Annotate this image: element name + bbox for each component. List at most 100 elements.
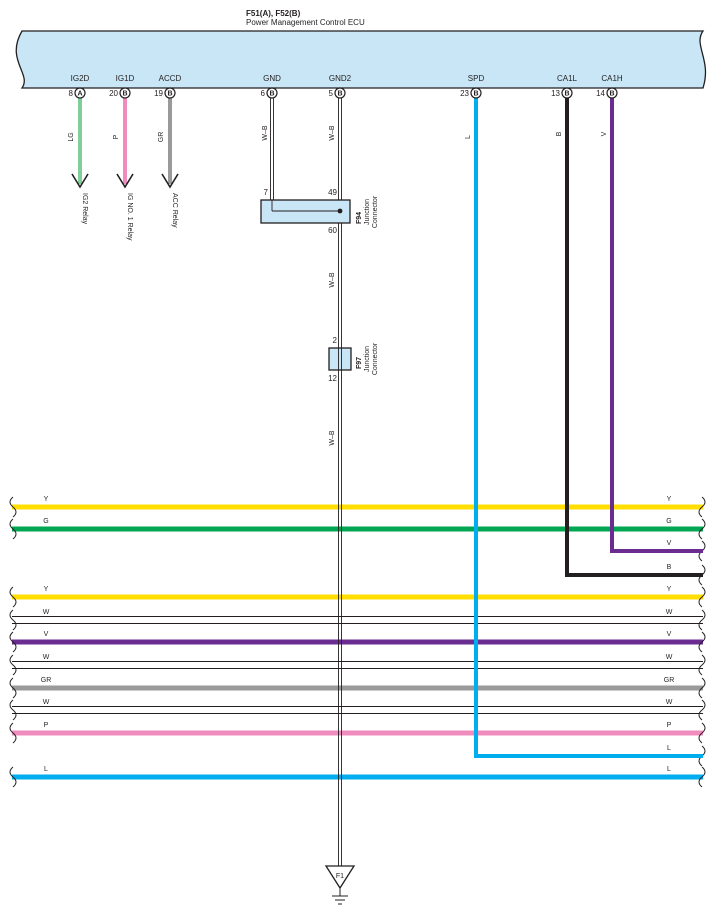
- pin-number-accd: 19: [154, 89, 163, 98]
- pin-name-ig1d: IG1D: [116, 74, 135, 83]
- f94-pin-c: 60: [328, 226, 337, 235]
- bus-label-right-b: B: [667, 564, 672, 571]
- ecu-subtitle: Power Management Control ECU: [246, 18, 365, 27]
- f94-pin-b: 49: [328, 188, 337, 197]
- bus-label-right-w1: W: [666, 609, 673, 616]
- f97-pin-a: 2: [333, 336, 338, 345]
- bus-label-left-y1: Y: [44, 496, 49, 503]
- pin-number-ca1h: 14: [596, 89, 605, 98]
- wire-label-gnd2: W–B: [329, 125, 336, 141]
- ground-wire-label-2: W–B: [329, 430, 336, 446]
- pin-ca1l: 13 B: [551, 87, 573, 99]
- bus-label-right-w3: W: [666, 699, 673, 706]
- pin-gnd: 6 B: [261, 87, 278, 99]
- pin-ig2d: 8 A: [69, 87, 86, 99]
- pin-connector-gnd: B: [269, 91, 274, 98]
- bus-label-left-gr: GR: [41, 677, 52, 684]
- f94-pin-a: 7: [264, 188, 269, 197]
- wire-gnd2: [338, 97, 342, 866]
- wire-label-ca1h: V: [601, 131, 608, 136]
- f94-label-line2: Connector: [372, 195, 379, 228]
- bus-label-right-v1: V: [667, 540, 672, 547]
- pin-gnd2: 5 B: [329, 87, 346, 99]
- junction-f97: 2 12 F97 Junction Connector: [328, 336, 379, 383]
- bus-label-left-w2: W: [43, 654, 50, 661]
- f97-code: F97: [356, 357, 363, 369]
- f94-code: F94: [356, 212, 363, 224]
- bus-label-left-y2: Y: [44, 586, 49, 593]
- arrow-accd: [161, 173, 179, 189]
- dest-ig1d: IG NO. 1 Relay: [126, 193, 133, 241]
- wire-spd: [474, 97, 703, 758]
- wire-ca1l: [565, 97, 703, 577]
- f97-label-line1: Junction: [364, 346, 371, 372]
- splice-dot: [337, 208, 343, 214]
- ecu-title: F51(A), F52(B): [246, 9, 301, 18]
- bus-label-right-l2: L: [667, 766, 671, 773]
- arrow-ig1d: [116, 173, 134, 189]
- bus-label-right-y1: Y: [667, 496, 672, 503]
- junction-f97-box: [328, 347, 352, 371]
- dest-ig2d: IG2 Relay: [81, 193, 88, 225]
- pin-name-ig2d: IG2D: [71, 74, 90, 83]
- f97-pin-b: 12: [328, 374, 337, 383]
- f97-label-line2: Connector: [372, 342, 379, 375]
- bus-label-right-v2: V: [667, 631, 672, 638]
- pin-connector-gnd2: B: [337, 91, 342, 98]
- pin-connector-ig2d: A: [77, 91, 82, 98]
- pin-name-ca1l: CA1L: [557, 74, 578, 83]
- bus-label-right-w2: W: [666, 654, 673, 661]
- ground-symbol: F1: [324, 865, 356, 905]
- bus-label-right-p: P: [667, 722, 672, 729]
- bus-label-left-l2: L: [44, 766, 48, 773]
- dest-accd: ACC Relay: [171, 193, 178, 228]
- pin-connector-spd: B: [473, 91, 478, 98]
- pin-number-gnd: 6: [261, 89, 266, 98]
- pin-ig1d: 20 B: [109, 87, 131, 99]
- pin-accd: 19 B: [154, 87, 176, 99]
- ground-label: F1: [336, 873, 344, 880]
- bus-label-right-y2: Y: [667, 586, 672, 593]
- junction-f94: 7 49 60 F94 Junction Connector: [260, 188, 379, 235]
- wire-label-ig1d: P: [113, 134, 120, 139]
- bus-label-left-v2: V: [44, 631, 49, 638]
- pin-name-ca1h: CA1H: [601, 74, 623, 83]
- pin-number-ig2d: 8: [69, 89, 74, 98]
- pin-ca1h: 14 B: [596, 87, 618, 99]
- f94-label-line1: Junction: [364, 199, 371, 225]
- bus-label-left-w1: W: [43, 609, 50, 616]
- pin-connector-ig1d: B: [122, 91, 127, 98]
- wire-label-gnd: W–B: [262, 125, 269, 141]
- pin-connector-ca1h: B: [609, 91, 614, 98]
- ground-wire-label-1: W–B: [329, 272, 336, 288]
- bus-label-left-p: P: [44, 722, 49, 729]
- pin-connector-accd: B: [167, 91, 172, 98]
- pin-connector-ca1l: B: [564, 91, 569, 98]
- wire-label-ca1l: B: [556, 131, 563, 136]
- wire-label-ig2d: LG: [68, 132, 75, 141]
- wire-label-accd: GR: [158, 132, 165, 143]
- bus-label-left-g: G: [43, 518, 48, 525]
- junction-f94-box: [260, 199, 351, 224]
- bus-label-right-g: G: [666, 518, 671, 525]
- pin-number-spd: 23: [460, 89, 469, 98]
- pin-name-accd: ACCD: [159, 74, 182, 83]
- wire-label-spd: L: [465, 135, 472, 139]
- bus-label-left-w3: W: [43, 699, 50, 706]
- pin-name-gnd: GND: [263, 74, 281, 83]
- bus-label-right-l1: L: [667, 745, 671, 752]
- pin-name-gnd2: GND2: [329, 74, 352, 83]
- ecu-body: [15, 30, 707, 89]
- pin-number-gnd2: 5: [329, 89, 334, 98]
